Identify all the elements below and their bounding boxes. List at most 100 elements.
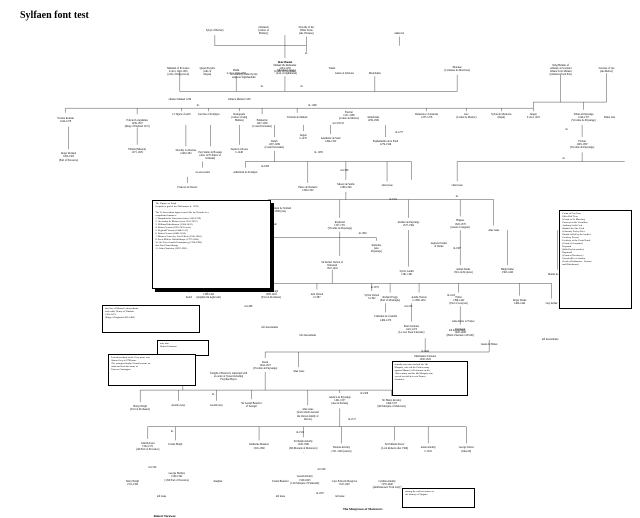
person-node: Sir Edmund Dover(Lord Roberts after 1599… (381, 443, 408, 449)
person-text: Sir Ralph Allonby (293, 440, 313, 444)
marriage-label: m. (565, 128, 569, 131)
person-text: 1409-1442 (513, 301, 526, 305)
person-node: Henry Holgh(Earl of Rochester) (130, 405, 150, 411)
person-node: 12 Tigers of earth (172, 113, 190, 116)
person-text: (Papal) (497, 115, 506, 119)
note-box-row: Elder Kid Tiers (562, 215, 578, 219)
person-text: 1361-1401 (401, 272, 413, 276)
person-text: Ursula Beaufort (272, 480, 289, 483)
person-text: Hushi (233, 68, 240, 72)
person-text: 12 Tigers of earth (172, 112, 191, 116)
person-text: (Earl of Montaigle) (380, 298, 401, 302)
person-text: Jurgen (299, 134, 307, 138)
note-box-row: 10. Sir Peter Garsalt Fournantseg (1798-… (155, 240, 202, 244)
person-text: alliance Manuel 1239 (168, 97, 192, 101)
person-text: Emmerick (256, 118, 268, 122)
person-text: Raymond (455, 327, 466, 331)
page-title: Sylfaen font test (20, 10, 89, 21)
note-box-row: 8. Evert Milesie Wardelthrope (1797-1856… (155, 237, 199, 241)
person-node: Gisele of Kristone (335, 72, 354, 75)
person-text: (Marcell) (461, 449, 472, 453)
person-text: Isobel (185, 295, 193, 299)
person-text: Ralph (271, 140, 278, 144)
note-box-row: (Count of Gomaster) (562, 242, 584, 246)
note-box-row: 13th century and the 4th Marquis who (394, 372, 433, 376)
note-box-row: The youngest brother Frank became an (111, 361, 151, 365)
marriage-label: m. 1283 (314, 150, 323, 154)
person-text: Roger Darke (512, 298, 527, 302)
person-text: Euphemedita de la Fault (372, 140, 399, 144)
person-node: Dame Lisa (604, 116, 615, 119)
branch-title: Robert Tarawee (153, 513, 176, 518)
person-text: 1516-1560 (253, 446, 265, 450)
person-text: other issue (451, 184, 463, 188)
marriage-label: m. (170, 429, 174, 433)
person-text: Ursula Holgh (168, 443, 183, 447)
person-text: daughter (213, 480, 223, 483)
person-text: Jurgen (529, 112, 537, 116)
person-text: Albania, in Scotland (550, 67, 572, 71)
person-text: Ann Vernon (310, 292, 324, 296)
person-text: 1286-1346 (340, 185, 352, 189)
note-box-row: aka: Paul Vanelethorpe (155, 243, 179, 247)
person-node: alliance Manuel 1239 (169, 98, 191, 101)
person-text: 1399-1442 (453, 298, 465, 302)
person-text: Gerald Grey (209, 403, 223, 407)
person-text: (remarried from Edo) (549, 73, 572, 77)
person-text: (Le Gal, Sieur d'Arnaux) (398, 330, 425, 334)
person-text: Queen Freydis (199, 67, 215, 71)
person-text: (Count Poictesme) (252, 125, 272, 129)
person-text: 1264-1332 (325, 140, 337, 144)
person-text: 1314-1399 (tree) (268, 210, 287, 214)
person-text: Edward Longshanks (126, 118, 148, 122)
person-node: alliance Manuel 1239 (228, 98, 250, 101)
person-text: Yvonne Roinaut (57, 117, 74, 121)
person-text: alliance Manuel 1239 (227, 97, 251, 101)
marriage-label: m.1408 (244, 304, 253, 308)
marriage-label: m.1567 (316, 492, 324, 496)
person-text: Kemoine (371, 243, 382, 247)
person-text: Adelica de Puysange (328, 396, 351, 400)
note-box-row: 3. William Ridenbourne (1364-1432) (155, 222, 193, 226)
person-text: 1244-1317 (577, 115, 590, 119)
person-text: 1267-1299 (268, 143, 280, 147)
person-text: 1239-1309 (367, 118, 379, 122)
person-node: Adherbant de Poidigon (233, 171, 257, 174)
person-text: (Count of Poictesme) (273, 70, 297, 74)
person-text: Sylvia Gerhic (399, 269, 415, 273)
person-text: Gavvins of Poidigon (198, 112, 220, 116)
marriage-label: m.1548 (317, 467, 326, 471)
person-text: (Vicomte de Puysange) (327, 227, 352, 231)
note-box-row: artist and took the name of (111, 364, 138, 368)
person-text: Hugues (456, 219, 465, 223)
person-text: 1347-1410 (326, 266, 338, 270)
person-text: Sylvie de Montovie (491, 112, 512, 116)
note-box-row: (King of England 1422-1460) (105, 315, 135, 319)
person-text: Sir Gerald Beaufort (241, 402, 262, 406)
person-text: 1531-1549 (Aaron) (331, 449, 352, 453)
person-node: Anne Kelso to France (452, 320, 475, 323)
marriage-label: m.1321 (389, 198, 398, 202)
person-text: unknown (394, 32, 405, 35)
person-node: Ursula Beaufort (272, 480, 289, 483)
note-box-row: Geoffrey of the Great North (562, 239, 591, 243)
marriage-label: m.1529 (148, 466, 157, 470)
person-text: Dom Manuel (277, 60, 293, 64)
marriage-label: m.1509 (360, 391, 369, 395)
person-node: left issue (335, 495, 344, 498)
person-text: (Henri d'Arnaux 1453-90) (446, 333, 474, 337)
person-text: Adrian Darke (456, 268, 471, 272)
person-text: Aventia Grey (171, 403, 186, 407)
